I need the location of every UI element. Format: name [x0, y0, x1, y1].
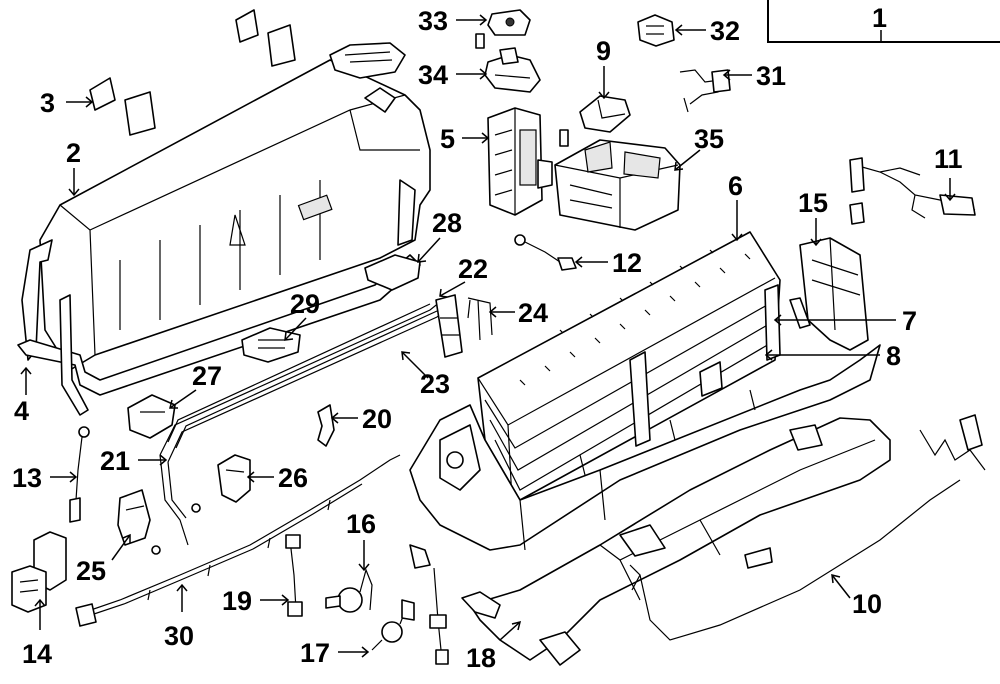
- side-bracket-15-part: [789, 237, 869, 351]
- callout-20: 20: [362, 404, 392, 434]
- callout-15: 15: [798, 188, 828, 218]
- connector-misc-part: [409, 544, 449, 665]
- sensor-17-part: [371, 599, 415, 651]
- callout-27: 27: [192, 361, 222, 391]
- callout-12: 12: [612, 248, 642, 278]
- lower-duct-cover-part: [469, 417, 891, 661]
- clamp-20-part: [317, 404, 335, 447]
- callout-3: 3: [40, 88, 55, 118]
- cover-plate-28-part: [364, 254, 421, 291]
- sensor-9-part: [559, 95, 631, 147]
- callout-23: 23: [420, 369, 450, 399]
- spacer-pad-part: [89, 9, 296, 136]
- callout-13: 13: [12, 463, 42, 493]
- callout-11: 11: [934, 144, 963, 174]
- callout-25: 25: [76, 556, 106, 586]
- callout-2: 2: [66, 138, 81, 168]
- wiring-harness-11-part: [849, 157, 976, 225]
- relay-part: [475, 9, 531, 49]
- assembly-frame: [767, 0, 1000, 43]
- relay-box-35-part: [554, 139, 681, 231]
- fuse-holder-25-part: [117, 489, 201, 555]
- callout-35: 35: [694, 124, 724, 154]
- callout-9: 9: [596, 36, 611, 66]
- callout-31: 31: [756, 61, 786, 91]
- service-plug-14-part: [11, 531, 67, 613]
- callout-29: 29: [290, 289, 320, 319]
- callout-10: 10: [852, 589, 882, 619]
- callout-34: 34: [418, 60, 448, 90]
- callout-30: 30: [164, 621, 194, 651]
- bracket-26-part: [217, 454, 251, 503]
- callout-22: 22: [458, 254, 488, 284]
- lower-bracket-18-part: [461, 591, 581, 666]
- callout-16: 16: [346, 509, 376, 539]
- lower-tray-part: [409, 344, 881, 551]
- sensor-harness-31-part: [679, 69, 731, 113]
- harness-10-part: [629, 414, 986, 641]
- callout-4: 4: [14, 396, 29, 426]
- harness-clip-19-part: [285, 534, 303, 617]
- air-duct-pipes-part: [159, 294, 463, 546]
- callout-17: 17: [300, 638, 330, 668]
- callout-5: 5: [440, 124, 455, 154]
- fan-16-part: [325, 568, 373, 613]
- callout-7: 7: [902, 306, 917, 336]
- wire-harness-30-part: [75, 454, 401, 627]
- callout-18: 18: [466, 643, 496, 673]
- connector-32-part: [637, 14, 675, 47]
- relay-bracket-part: [484, 47, 541, 93]
- callout-28: 28: [432, 208, 462, 238]
- callout-6: 6: [728, 171, 743, 201]
- callout-19: 19: [222, 586, 252, 616]
- cover-piece-27-part: [127, 394, 176, 439]
- callout-1: 1: [872, 3, 887, 33]
- callout-14: 14: [22, 639, 52, 669]
- bracket-24-part: [467, 297, 493, 341]
- ground-strap-13-part: [69, 426, 90, 523]
- cover-bracket-part: [329, 42, 406, 113]
- callout-33: 33: [418, 6, 448, 36]
- callout-8: 8: [886, 341, 901, 371]
- upper-cover-part: [17, 59, 431, 416]
- callout-labels: 1 2 3 4 5 6 7 8 9 10 11 12 13 14 15 16 1…: [12, 3, 963, 673]
- callout-24: 24: [518, 298, 548, 328]
- battery-cable-part: [514, 234, 577, 271]
- leader-lines: [20, 14, 956, 658]
- callout-21: 21: [100, 446, 130, 476]
- callout-32: 32: [710, 16, 740, 46]
- callout-26: 26: [278, 463, 308, 493]
- junction-block-part: [487, 107, 553, 216]
